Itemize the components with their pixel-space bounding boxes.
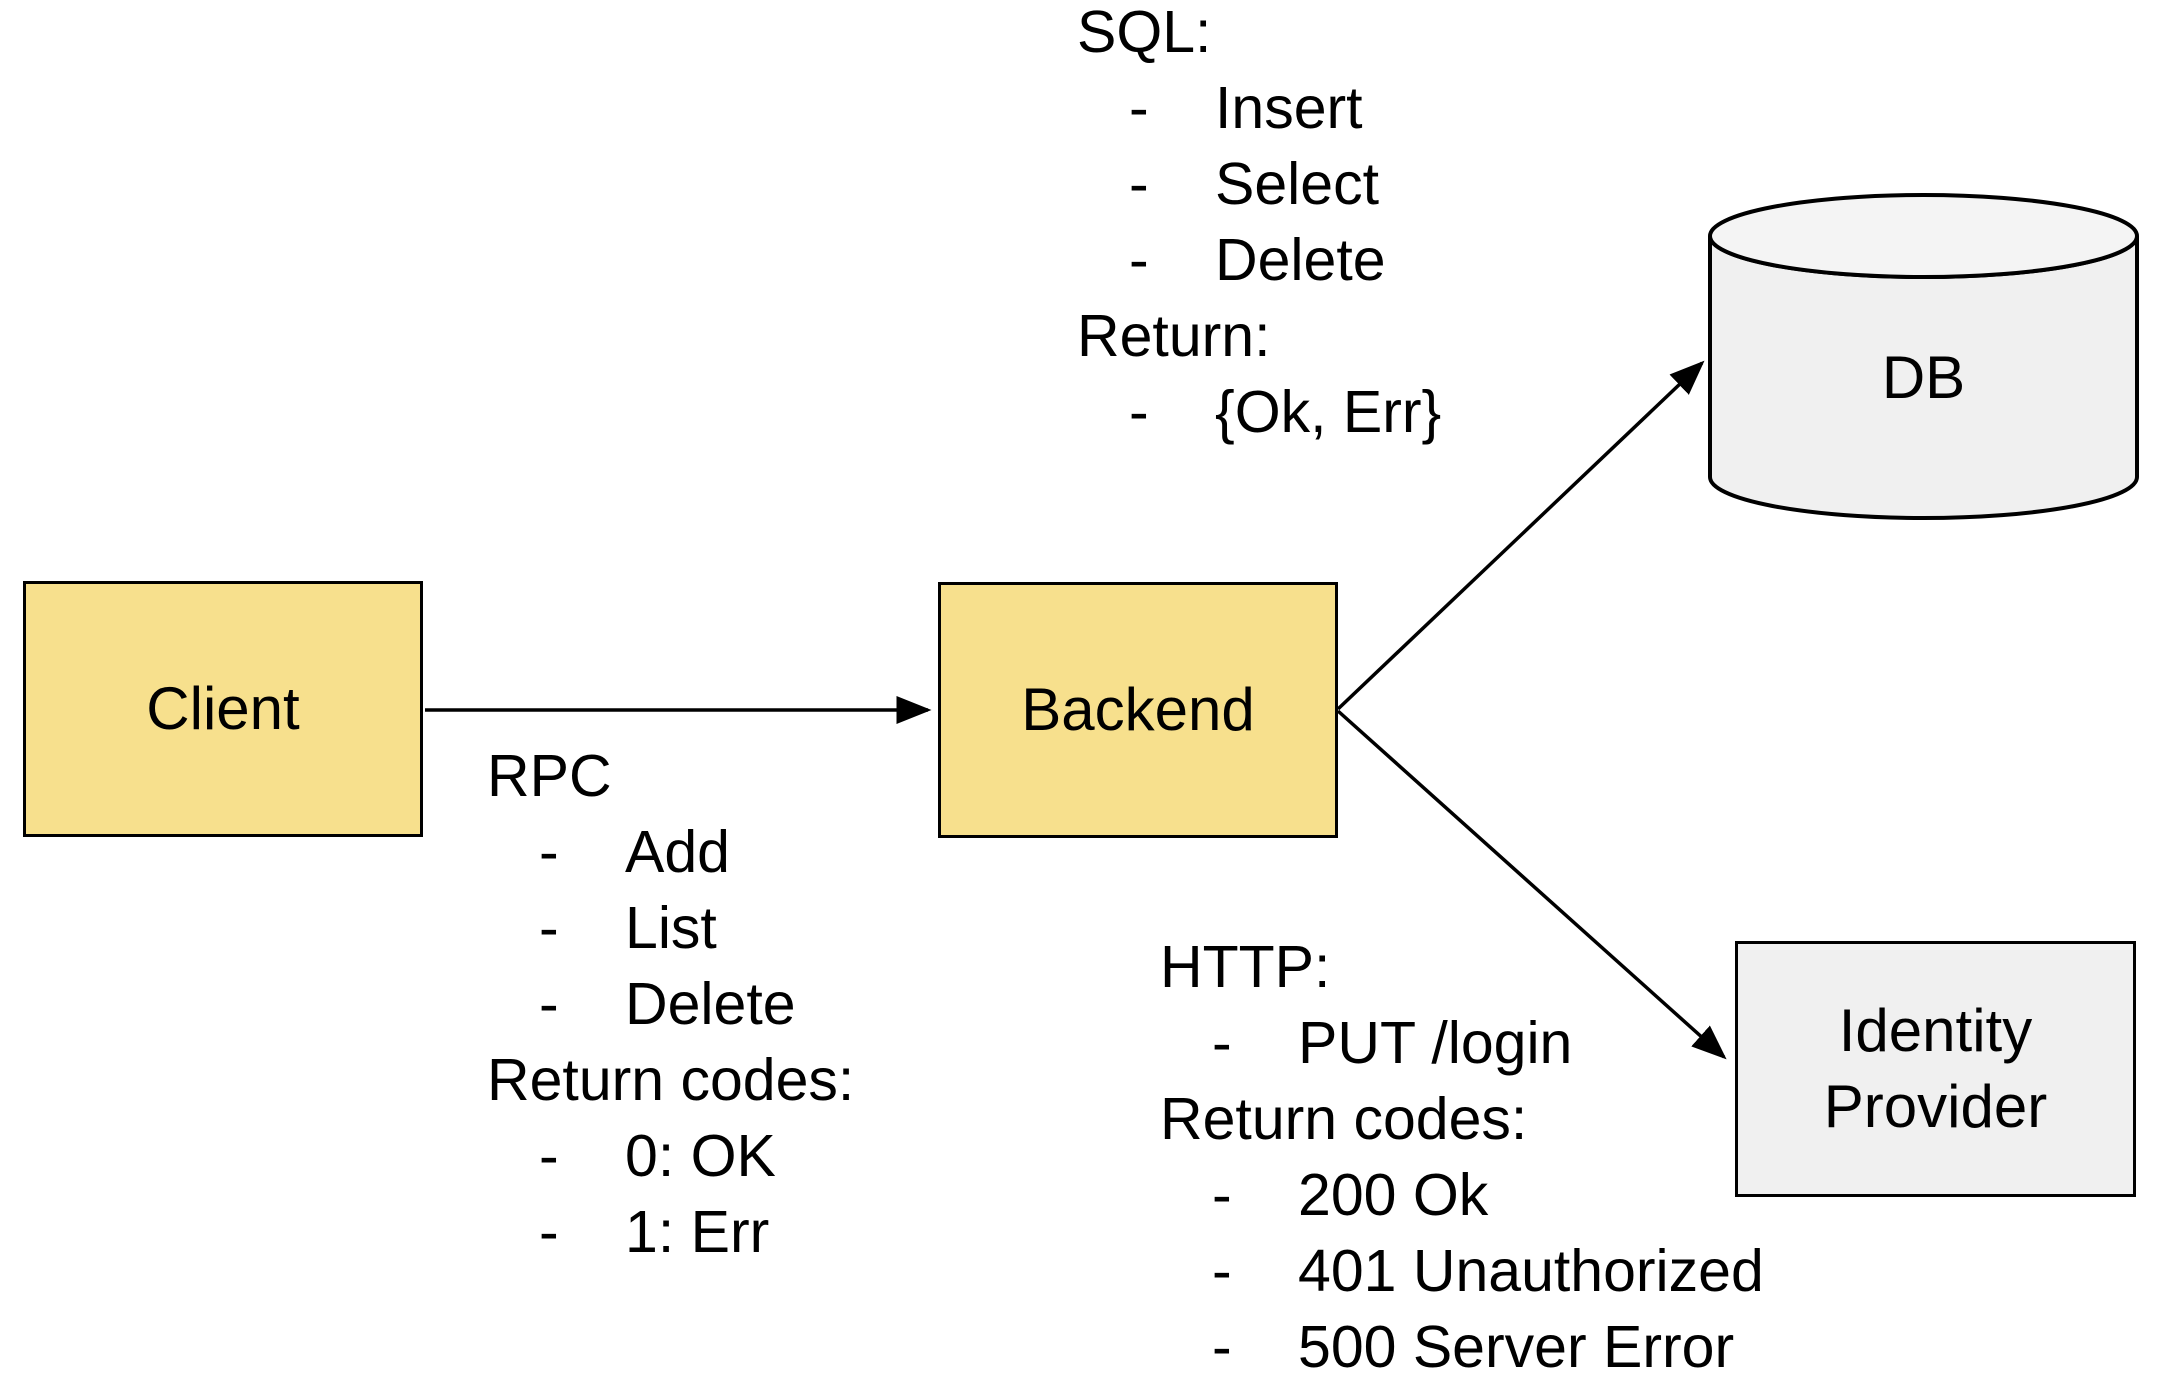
bullet-dash: - xyxy=(1212,1162,1232,1228)
bullet-dash: - xyxy=(1212,1314,1232,1380)
bullet-dash: - xyxy=(539,819,559,885)
db-cylinder-shape xyxy=(1708,193,2139,520)
db-node-label-area: DB xyxy=(1710,277,2137,477)
annotation-line: HTTP: xyxy=(1160,934,1331,1000)
bullet-dash: - xyxy=(1129,151,1149,217)
annotation-line: RPC xyxy=(487,743,612,809)
annotation-line: Return codes: xyxy=(1160,1086,1528,1152)
annotation-line: Return codes: xyxy=(487,1047,855,1113)
backend-label: Backend xyxy=(1021,676,1255,743)
annotation-line: -401 Unauthorized xyxy=(1160,1233,1764,1309)
annotation-line: -Add xyxy=(487,814,854,890)
annotation-rpc: RPC -Add -List -Delete Return codes: -0:… xyxy=(487,738,854,1270)
bullet-dash: - xyxy=(539,1199,559,1265)
bullet-dash: - xyxy=(1129,75,1149,141)
arrow-backend-to-identity-provider xyxy=(1336,709,1727,1060)
annotation-line: -Select xyxy=(1077,146,1441,222)
bullet-dash: - xyxy=(539,971,559,1037)
bullet-dash: - xyxy=(539,895,559,961)
annotation-line: -Delete xyxy=(1077,222,1441,298)
bullet-dash: - xyxy=(539,1123,559,1189)
annotation-http: HTTP: -PUT /login Return codes: -200 Ok … xyxy=(1160,929,1764,1385)
annotation-line: -200 Ok xyxy=(1160,1157,1764,1233)
annotation-line: Return: xyxy=(1077,303,1271,369)
client-node: Client xyxy=(23,581,423,837)
annotation-line: -PUT /login xyxy=(1160,1005,1764,1081)
annotation-line: -0: OK xyxy=(487,1118,854,1194)
annotation-line: -500 Server Error xyxy=(1160,1309,1764,1385)
identity-provider-label: Identity Provider xyxy=(1823,997,2048,1140)
annotation-line: -Delete xyxy=(487,966,854,1042)
annotation-line: -List xyxy=(487,890,854,966)
client-label: Client xyxy=(146,675,300,742)
annotation-sql: SQL: -Insert -Select -Delete Return: -{O… xyxy=(1077,0,1441,450)
annotation-line: -{Ok, Err} xyxy=(1077,374,1441,450)
bullet-dash: - xyxy=(1129,227,1149,293)
annotation-line: -Insert xyxy=(1077,70,1441,146)
annotation-line: -1: Err xyxy=(487,1194,854,1270)
identity-provider-node: Identity Provider xyxy=(1735,941,2136,1197)
bullet-dash: - xyxy=(1212,1238,1232,1304)
arrow-backend-to-db xyxy=(1336,360,1705,711)
bullet-dash: - xyxy=(1212,1010,1232,1076)
annotation-line: SQL: xyxy=(1077,0,1212,65)
db-label: DB xyxy=(1881,343,1966,411)
backend-node: Backend xyxy=(938,582,1338,838)
bullet-dash: - xyxy=(1129,379,1149,445)
